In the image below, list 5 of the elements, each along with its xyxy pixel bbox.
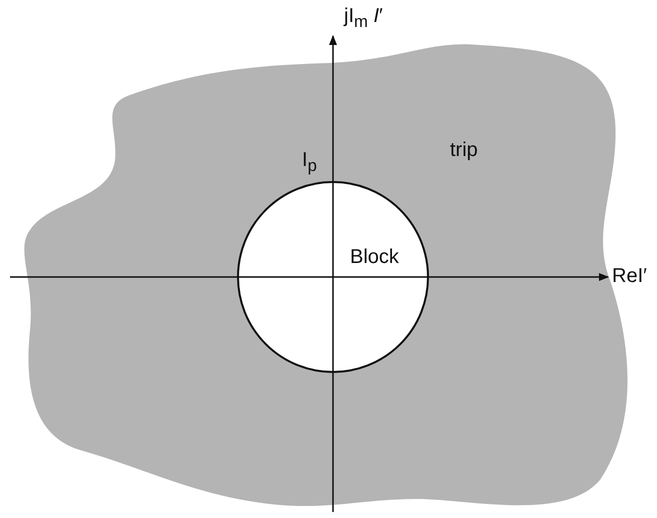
boundary-label: I$_{p}$	[302, 150, 317, 175]
region-text: Block	[350, 247, 399, 267]
axis-label: ReI′	[612, 266, 647, 286]
axis-label: jI$_{m}$ I′	[344, 6, 383, 31]
region-text: trip	[450, 140, 478, 160]
